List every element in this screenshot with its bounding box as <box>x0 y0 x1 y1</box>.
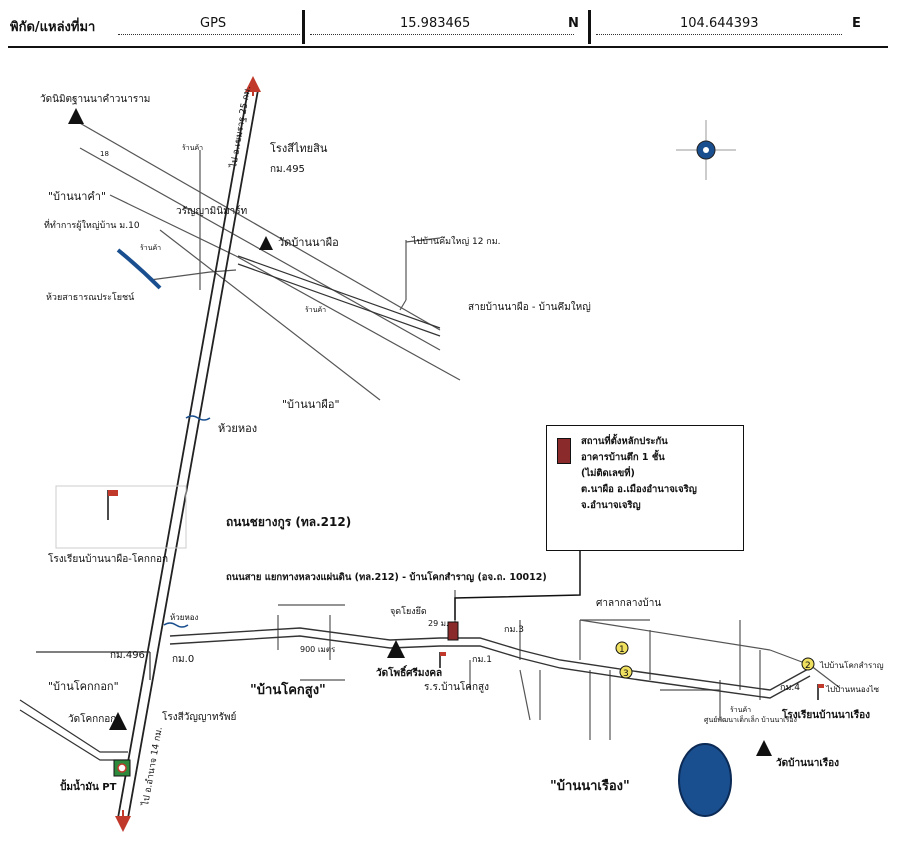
latitude-value: 15.983465 <box>400 16 471 31</box>
info-line: (ไม่ติดเลขที่) <box>581 468 635 479</box>
label-km4: กม.4 <box>780 683 800 693</box>
label-ban-na-phue: "บ้านนาผือ" <box>282 398 340 411</box>
label-huai-hong: ห้วยหอง <box>218 422 257 435</box>
coordinates-header: พิกัด/แหล่งที่มา GPS 15.983465 N 104.644… <box>0 0 900 52</box>
longitude-direction: E <box>852 16 861 31</box>
header-dotted-line <box>310 34 574 35</box>
label-ban-na-rueang: "บ้านนาเรือง" <box>550 778 630 794</box>
property-marker <box>447 621 459 641</box>
label-school-khok-sung: ร.ร.บ้านโคกสูง <box>424 680 489 693</box>
label-to-bottom: ไป อ.อำนาจ 14 กม. <box>140 726 165 807</box>
label-wat-nimit: วัดนิมิตฐานนาคำวนาราม <box>40 94 150 105</box>
label-school-na-phue: โรงเรียนบ้านนาผือ-โคกกอก <box>48 552 168 565</box>
highway-212 <box>117 89 259 819</box>
latitude-direction: N <box>568 16 579 31</box>
info-line: อาคารบ้านตึก 1 ชั้น <box>581 452 665 463</box>
temple-icon <box>387 640 405 658</box>
temple-icon <box>756 740 772 756</box>
label-wat-khok-kok: วัดโคกกอก <box>68 712 116 725</box>
label-wat-na-rueang: วัดบ้านนาเรือง <box>776 757 839 769</box>
label-n18: 18 <box>100 150 109 158</box>
header-rule <box>8 46 888 48</box>
label-huai-south: ห้วยหอง <box>170 613 199 622</box>
label-road-212: ถนนชยางกูร (ทล.212) <box>226 515 351 530</box>
label-school-na-rueang: โรงเรียนบ้านนาเรือง <box>781 708 870 721</box>
marker-1: 1 <box>619 645 625 655</box>
header-separator <box>588 10 591 44</box>
property-info-text: สถานที่ตั้งหลักประกัน อาคารบ้านตึก 1 ชั้… <box>581 434 739 514</box>
label-to-khok-samran: ไปบ้านโคกสำราญ <box>819 660 884 670</box>
label-pt-station: ปั้มน้ำมัน PT <box>60 779 117 793</box>
temple-icons <box>68 108 772 756</box>
header-separator <box>302 10 305 44</box>
pond <box>678 743 732 817</box>
label-ban-khok-sung: "บ้านโคกสูง" <box>250 681 326 698</box>
label-shop: ร้านค้า <box>140 244 161 252</box>
label-km496: กม.496 <box>110 650 145 661</box>
label-junction: จุดโยงยึด <box>390 606 427 617</box>
header-dotted-line <box>596 34 842 35</box>
label-village-office: ที่ทำการผู้ใหญ่บ้าน ม.10 <box>44 218 140 231</box>
header-dotted-line <box>118 34 300 35</box>
gps-label: GPS <box>200 16 227 31</box>
stream-south <box>163 622 189 628</box>
property-info-box: สถานที่ตั้งหลักประกัน อาคารบ้านตึก 1 ชั้… <box>546 425 744 551</box>
stream-public <box>116 248 162 290</box>
info-line: จ.อำนาจเจริญ <box>581 500 641 511</box>
temple-icon <box>259 236 273 250</box>
label-dist-29: 29 ม. <box>428 619 449 628</box>
marker-3: 3 <box>623 669 629 679</box>
label-to-nong-sai: ไปบ้านหนองไซ <box>825 685 880 694</box>
label-wai-mart: วรัญญามินิมาร์ท <box>176 205 247 217</box>
flag-icons <box>107 490 824 700</box>
header-label: พิกัด/แหล่งที่มา <box>10 20 96 35</box>
property-swatch <box>557 438 571 464</box>
label-km0: กม.0 <box>172 654 194 665</box>
label-km495: กม.495 <box>270 164 305 175</box>
label-road-na-phue: สายบ้านนาผือ - บ้านคึมใหญ่ <box>468 301 591 313</box>
property-pointer <box>454 548 581 620</box>
label-km1: กม.1 <box>472 655 492 665</box>
compass-icon <box>676 120 736 180</box>
longitude-value: 104.644393 <box>680 16 759 31</box>
school-outline <box>55 485 187 549</box>
road-khum-yai <box>237 255 441 337</box>
marker-2: 2 <box>805 661 811 671</box>
label-to-top: ไป อ.เขมราฐ 25 กม. <box>228 85 253 169</box>
info-line: สถานที่ตั้งหลักประกัน <box>581 436 668 447</box>
stream-huai-hong <box>185 415 211 421</box>
numbered-markers <box>615 641 815 679</box>
temple-icon <box>109 712 127 730</box>
label-huai-public: ห้วยสาธารณประโยชน์ <box>46 291 134 303</box>
label-ban-na-kham: "บ้านนาคำ" <box>48 190 106 203</box>
label-ban-khok-kok: "บ้านโคกกอก" <box>48 679 119 693</box>
info-line: ต.นาผือ อ.เมืองอำนาจเจริญ <box>581 484 697 495</box>
label-wat-pho: วัดโพธิ์ศรีมงคล <box>376 665 442 679</box>
label-shop: ร้านค้า <box>730 706 751 714</box>
temple-icon <box>68 108 84 124</box>
label-rong-si-wanya: โรงสีวัญญาทรัพย์ <box>162 710 236 723</box>
label-km3: กม.3 <box>504 625 524 635</box>
label-wat-ban-na-phue: วัดบ้านนาผือ <box>278 236 339 249</box>
label-health: ศูนย์พัฒนาเด็กเล็ก บ้านนาเรือง <box>704 715 797 724</box>
label-road-branch: ถนนสาย แยกทางหลวงแผ่นดิน (ทล.212) - บ้าน… <box>226 571 547 583</box>
label-to-bueng: ไปบ้านคึมใหญ่ 12 กม. <box>411 236 501 247</box>
label-dist-900: 900 เมตร <box>300 645 336 654</box>
label-sala: ศาลากลางบ้าน <box>596 597 661 609</box>
label-rong-si: โรงสีไทยสิน <box>270 141 328 155</box>
branch-road <box>169 627 811 699</box>
label-shop: ร้านค้า <box>305 306 326 314</box>
label-shop: ร้านค้า <box>182 144 203 152</box>
